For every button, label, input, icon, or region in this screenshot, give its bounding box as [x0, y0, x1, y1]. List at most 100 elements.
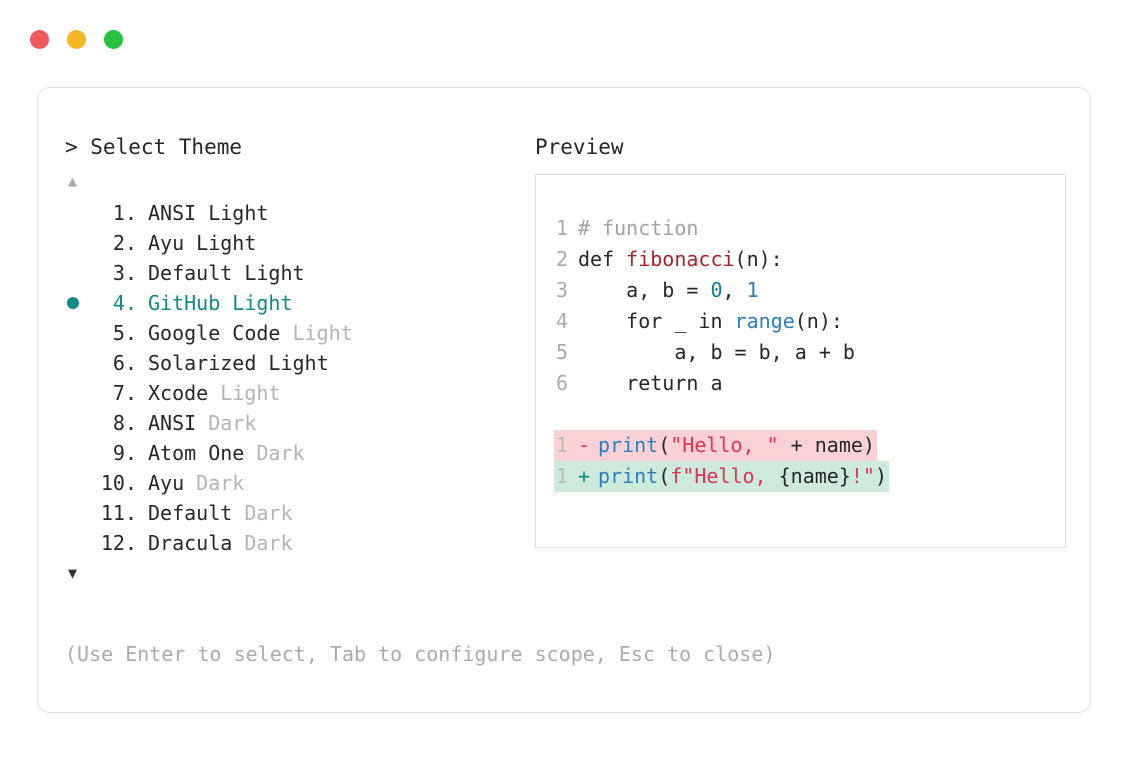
code-token: 1 — [746, 278, 759, 302]
theme-name: Google Code — [148, 321, 293, 345]
code-line: 6 return a — [536, 368, 1065, 399]
selection-bullet-cell — [65, 348, 95, 378]
code-line: 1 # function — [536, 213, 1065, 244]
select-theme-prompt: > Select Theme — [65, 135, 243, 159]
code-token: return a — [578, 371, 723, 395]
selection-bullet-icon — [67, 297, 79, 309]
theme-index: 10. — [100, 471, 137, 495]
code-token: + name) — [778, 433, 875, 457]
theme-list-item[interactable]: 5. Google Code Light — [65, 318, 535, 348]
code-token: ( — [658, 464, 671, 488]
theme-list-item[interactable]: 1. ANSI Light — [65, 198, 535, 228]
code-line: 4 for _ in range(n): — [536, 306, 1065, 337]
theme-index: 1. — [100, 201, 137, 225]
theme-list[interactable]: 1. ANSI Light 2. Ayu Light 3. Default Light… — [65, 198, 535, 558]
code-token: for _ in — [578, 309, 735, 333]
code-line: 3 a, b = 0, 1 — [536, 275, 1065, 306]
code-token: # function — [578, 216, 699, 240]
code-text: return a — [578, 368, 723, 399]
code-text: a, b = 0, 1 — [578, 275, 759, 306]
theme-list-item[interactable]: 12. Dracula Dark — [65, 528, 535, 558]
theme-index: 8. — [100, 411, 137, 435]
line-number: 1 — [555, 216, 568, 240]
code-token: (n): — [794, 309, 843, 333]
theme-index: 5. — [100, 321, 137, 345]
theme-index: 11. — [100, 501, 137, 525]
code-token: ( — [658, 433, 671, 457]
theme-index: 9. — [100, 441, 137, 465]
theme-index: 4. — [100, 291, 137, 315]
theme-variant: Light — [196, 231, 257, 255]
code-text: # function — [578, 213, 698, 244]
selection-bullet-cell — [65, 528, 95, 558]
theme-variant: Light — [292, 321, 353, 345]
theme-index: 6. — [100, 351, 137, 375]
theme-list-item[interactable]: 10.Ayu Dark — [65, 468, 535, 498]
code-token: ) — [874, 464, 888, 488]
theme-list-item[interactable]: 2. Ayu Light — [65, 228, 535, 258]
theme-variant: Dark — [244, 501, 293, 525]
line-number: 1 — [555, 464, 568, 488]
theme-list-item[interactable]: 3. Default Light — [65, 258, 535, 288]
keyboard-hint: (Use Enter to select, Tab to configure s… — [65, 642, 776, 666]
line-number: 3 — [555, 278, 568, 302]
diff-marker: - — [578, 433, 591, 457]
code-text: print("Hello, " + name) — [598, 430, 875, 461]
selection-bullet-cell — [65, 468, 95, 498]
theme-variant: Light — [208, 201, 269, 225]
code-text: for _ in range(n): — [578, 306, 843, 337]
diff-highlight: 1+print(f"Hello, {name}!") — [554, 461, 890, 492]
minimize-dot[interactable] — [67, 30, 86, 49]
maximize-dot[interactable] — [104, 30, 123, 49]
theme-name: ANSI — [148, 201, 209, 225]
close-dot[interactable] — [30, 30, 49, 49]
scroll-up-arrow-icon[interactable]: ▲ — [68, 172, 78, 190]
code-text: print(f"Hello, {name}!") — [598, 461, 887, 492]
theme-variant: Light — [244, 261, 305, 285]
selection-bullet-cell — [65, 498, 95, 528]
theme-variant: Light — [220, 381, 281, 405]
code-line: 5 a, b = b, a + b — [536, 337, 1065, 368]
theme-list-column: > Select Theme ▲ 1. ANSI Light 2. Ayu Ligh… — [65, 132, 535, 584]
theme-name: Ayu — [148, 231, 197, 255]
theme-list-item[interactable]: 6. Solarized Light — [65, 348, 535, 378]
code-token: print — [598, 464, 659, 488]
code-token: a, b = b, a + b — [578, 340, 855, 364]
theme-name: Dracula — [148, 531, 245, 555]
diff-removed-line: 1-print("Hello, " + name) — [536, 430, 1065, 461]
code-blank-line — [536, 399, 1065, 430]
line-number: 6 — [555, 371, 568, 395]
theme-name: Default — [148, 261, 245, 285]
selection-bullet-cell — [65, 288, 95, 318]
theme-variant: Light — [268, 351, 329, 375]
theme-index: 2. — [100, 231, 137, 255]
theme-variant: Dark — [196, 471, 245, 495]
theme-list-item[interactable]: 11.Default Dark — [65, 498, 535, 528]
theme-list-item[interactable]: 4. GitHub Light — [65, 288, 535, 318]
line-number: 5 — [555, 340, 568, 364]
theme-name: Atom One — [148, 441, 257, 465]
code-token: !" — [850, 464, 875, 488]
diff-highlight: 1-print("Hello, " + name) — [554, 430, 877, 461]
theme-name: Solarized — [148, 351, 269, 375]
code-token: 0 — [710, 278, 723, 302]
code-token: , — [722, 278, 747, 302]
theme-variant: Light — [232, 291, 293, 315]
theme-name: GitHub — [148, 291, 233, 315]
code-token: (n): — [734, 247, 783, 271]
theme-list-item[interactable]: 9.Atom One Dark — [65, 438, 535, 468]
theme-variant: Dark — [244, 531, 293, 555]
preview-title: Preview — [535, 135, 624, 159]
line-number: 2 — [555, 247, 568, 271]
scroll-down-arrow-icon[interactable]: ▼ — [68, 564, 78, 582]
theme-index: 12. — [100, 531, 137, 555]
code-token: "Hello, " — [670, 433, 779, 457]
theme-index: 3. — [100, 261, 137, 285]
theme-list-item[interactable]: 8.ANSI Dark — [65, 408, 535, 438]
theme-list-item[interactable]: 7.Xcode Light — [65, 378, 535, 408]
code-token: fibonacci — [626, 247, 735, 271]
selection-bullet-cell — [65, 438, 95, 468]
